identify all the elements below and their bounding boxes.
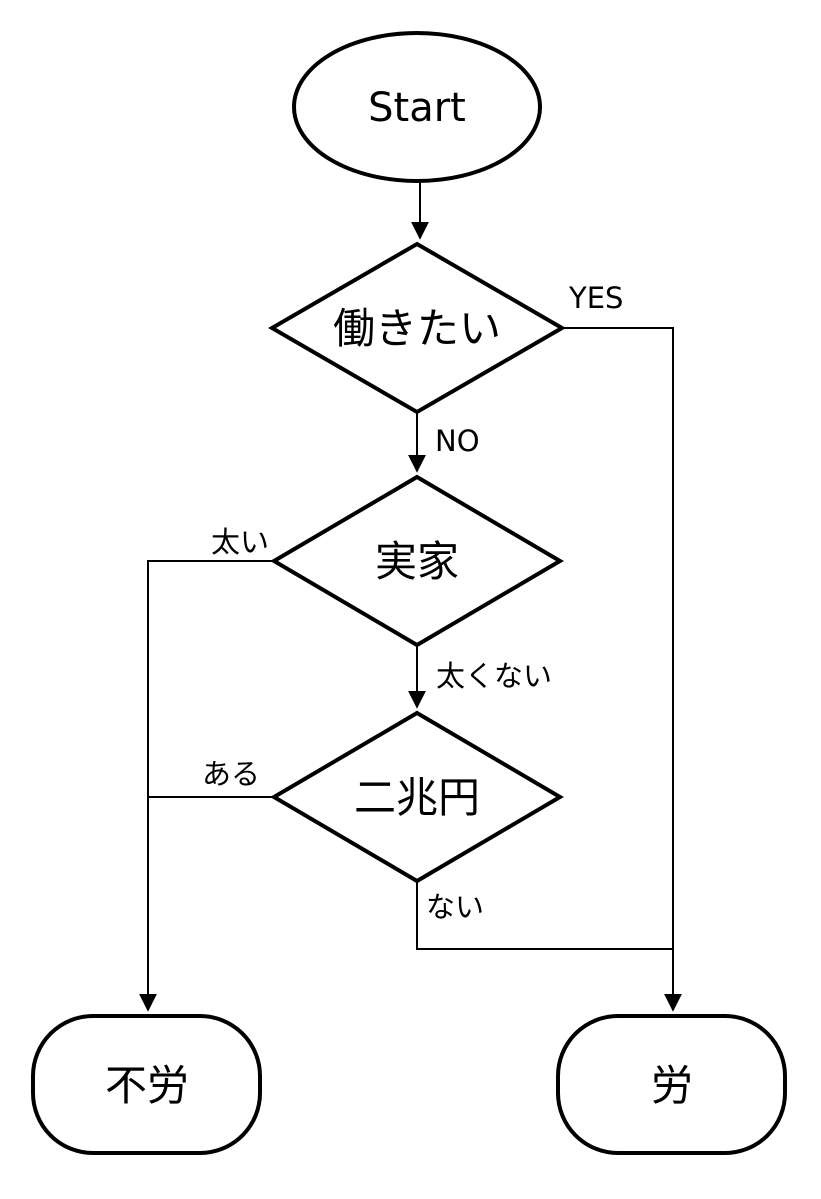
start-node — [292, 31, 542, 183]
start-node-label: Start — [368, 85, 466, 131]
terminal-labor-label: 労 — [651, 1061, 693, 1110]
edge-fat-to-no-labor — [139, 560, 274, 1012]
terminal-no-labor — [31, 1014, 262, 1155]
decision-want-to-work — [268, 241, 566, 415]
edge-label-have: ある — [202, 757, 260, 791]
decision-parents-home-label: 実家 — [375, 537, 459, 586]
edge-label-no: NO — [435, 424, 480, 458]
terminal-no-labor-label: 不労 — [105, 1061, 189, 1110]
decision-want-to-work-label: 働きたい — [333, 304, 501, 353]
edge-label-not-have: ない — [426, 890, 484, 924]
edge-not-have-merge-right — [416, 881, 673, 950]
decision-two-trillion-yen — [270, 710, 564, 884]
decision-two-trillion-yen-label: 二兆円 — [354, 773, 480, 822]
decision-parents-home — [270, 474, 564, 648]
terminal-labor — [556, 1014, 787, 1155]
edge-label-fat: 太い — [211, 525, 269, 559]
edge-label-yes: YES — [568, 281, 623, 315]
edge-yes-to-labor — [562, 327, 682, 1012]
edge-label-not-fat: 太くない — [436, 659, 552, 693]
